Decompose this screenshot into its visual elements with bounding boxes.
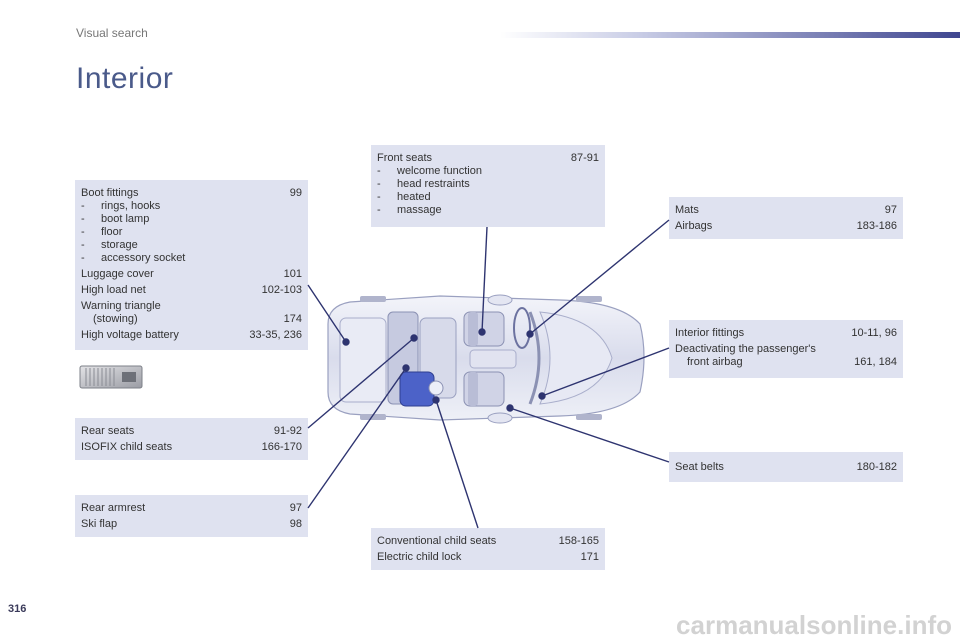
- page-number: 316: [8, 603, 27, 615]
- list-item: welcome function: [397, 165, 482, 177]
- section-label: Visual search: [76, 26, 148, 40]
- warning-triangle-label: Warning triangle: [81, 300, 161, 312]
- boot-area: [339, 317, 387, 403]
- rear-armrest-box: Rear armrest 97 Ski flap 98: [75, 495, 308, 537]
- warning-triangle-page: 174: [283, 313, 302, 325]
- boot-fittings-page: 99: [289, 187, 302, 199]
- front-seats-page: 87-91: [570, 152, 599, 164]
- rear-armrest-label: Rear armrest: [81, 502, 146, 514]
- mats-page: 97: [884, 204, 897, 216]
- child-seats-page: 158-165: [558, 535, 599, 547]
- list-item: heated: [397, 191, 431, 203]
- seat-belts-label: Seat belts: [675, 461, 724, 473]
- child-lock-label: Electric child lock: [377, 551, 462, 563]
- boot-fittings-label: Boot fittings: [81, 187, 139, 199]
- high-load-net-label: High load net: [81, 284, 146, 296]
- airbags-page: 183-186: [856, 220, 897, 232]
- seat-belts-box: Seat belts 180-182: [669, 452, 903, 482]
- list-item: storage: [101, 239, 138, 251]
- mats-label: Mats: [675, 204, 699, 216]
- center-console: [469, 349, 517, 369]
- luggage-cover-page: 101: [283, 268, 302, 280]
- front-seats-label: Front seats: [377, 152, 433, 164]
- child-lock-page: 171: [580, 551, 599, 563]
- rear-seats-label: Rear seats: [81, 425, 135, 437]
- list-item: floor: [101, 226, 123, 238]
- interior-fittings-box: Interior fittings 10-11, 96 Deactivating …: [669, 320, 903, 378]
- rear-seats-page: 91-92: [273, 425, 302, 437]
- child-seats-box: Conventional child seats 158-165 Electric…: [371, 528, 605, 570]
- rear-armrest-page: 97: [289, 502, 302, 514]
- warning-triangle-sublabel: (stowing): [93, 313, 138, 325]
- airbag-deactivation-sublabel: front airbag: [687, 356, 743, 368]
- isofix-page: 166-170: [261, 441, 302, 453]
- list-item: massage: [397, 204, 442, 216]
- interior-fittings-page: 10-11, 96: [851, 327, 897, 339]
- high-load-net-page: 102-103: [261, 284, 302, 296]
- mats-box: Mats 97 Airbags 183-186: [669, 197, 903, 239]
- battery-page: 33-35, 236: [249, 329, 302, 341]
- seat-belts-page: 180-182: [856, 461, 897, 473]
- ski-flap-page: 98: [289, 518, 302, 530]
- airbag-deactivation-page: 161, 184: [854, 356, 897, 368]
- rear-seats-box: Rear seats 91-92 ISOFIX child seats 166-17…: [75, 418, 308, 460]
- battery-label: High voltage battery: [81, 329, 179, 341]
- left-mirror: [487, 294, 513, 306]
- isofix-label: ISOFIX child seats: [81, 441, 173, 453]
- luggage-cover-label: Luggage cover: [81, 268, 154, 280]
- list-item: accessory socket: [101, 252, 186, 264]
- header-bar: [500, 32, 960, 38]
- list-item: rings, hooks: [101, 200, 161, 212]
- list-item: boot lamp: [101, 213, 150, 225]
- list-item: head restraints: [397, 178, 470, 190]
- airbags-label: Airbags: [675, 220, 713, 232]
- right-mirror: [487, 412, 513, 424]
- airbag-deactivation-label: Deactivating the passenger's: [675, 343, 816, 355]
- page-title: Interior: [76, 62, 174, 95]
- ski-flap-label: Ski flap: [81, 518, 118, 530]
- child-seats-label: Conventional child seats: [377, 535, 497, 547]
- interior-fittings-label: Interior fittings: [675, 327, 745, 339]
- watermark: carmanualsonline.info: [676, 610, 952, 640]
